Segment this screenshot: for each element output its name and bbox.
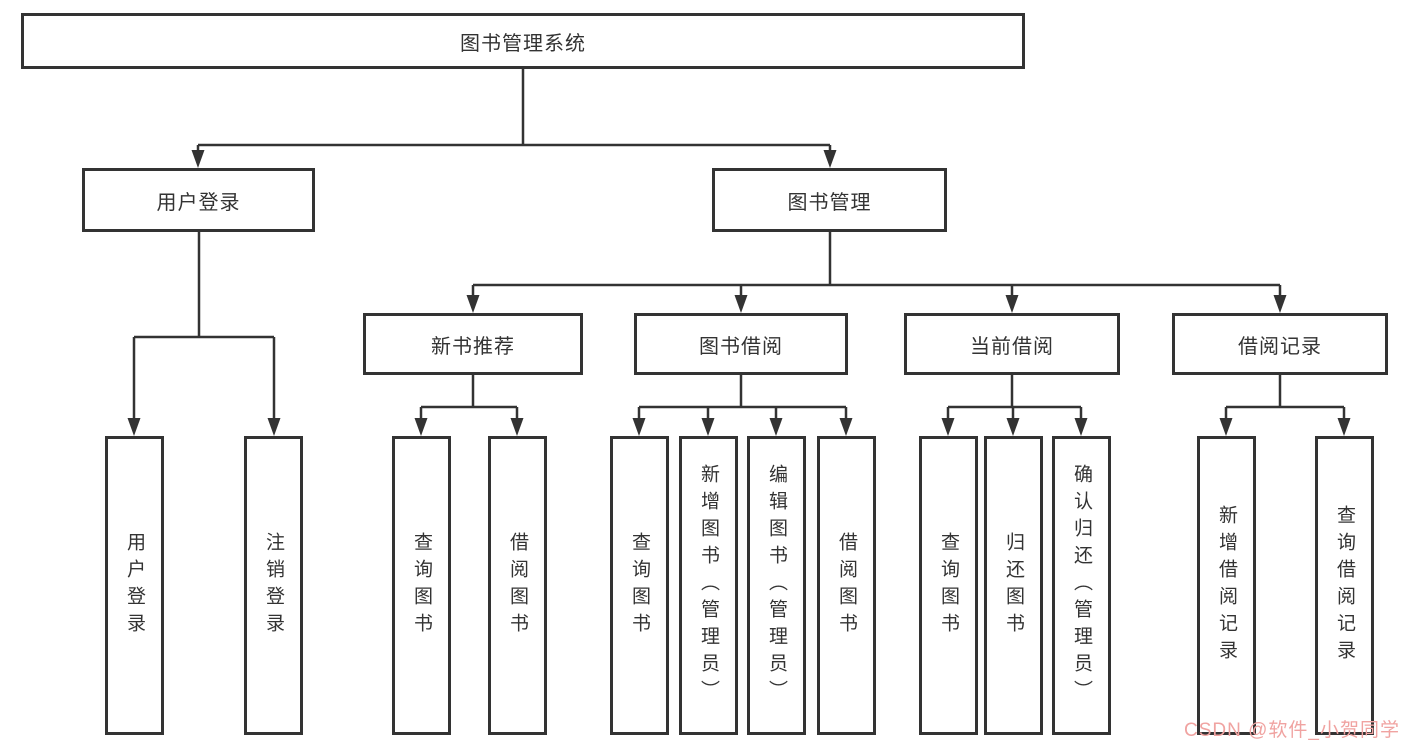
node-book-borrow-label: 图书借阅	[699, 335, 783, 358]
leaf-label: 新增图书（管理员）	[698, 464, 719, 707]
leaf-return-books: 归还图书	[984, 436, 1043, 735]
leaf-query-books-borrow: 查询图书	[610, 436, 669, 735]
leaf-query-borrow-record: 查询借阅记录	[1315, 436, 1374, 735]
node-new-book-recommend: 新书推荐	[363, 313, 583, 375]
leaf-label: 借阅图书	[836, 531, 857, 640]
leaf-borrow-books: 借阅图书	[817, 436, 876, 735]
node-current-borrow-label: 当前借阅	[970, 335, 1054, 358]
leaf-borrow-books-recommend: 借阅图书	[488, 436, 547, 735]
leaf-label: 注销登录	[263, 531, 284, 640]
node-user-login-label: 用户登录	[156, 191, 241, 214]
leaf-label: 查询图书	[938, 531, 959, 640]
leaf-confirm-return-admin: 确认归还（管理员）	[1052, 436, 1111, 735]
leaf-label: 确认归还（管理员）	[1071, 464, 1092, 707]
leaf-label: 归还图书	[1003, 531, 1024, 640]
node-root-label: 图书管理系统	[460, 32, 586, 55]
leaf-logout: 注销登录	[244, 436, 303, 735]
node-new-book-recommend-label: 新书推荐	[431, 335, 515, 358]
node-book-borrow: 图书借阅	[634, 313, 848, 375]
leaf-user-login: 用户登录	[105, 436, 164, 735]
leaf-edit-books-admin: 编辑图书（管理员）	[747, 436, 806, 735]
leaf-add-borrow-record: 新增借阅记录	[1197, 436, 1256, 735]
csdn-watermark: CSDN @软件_小贺同学	[1184, 720, 1400, 741]
leaf-query-books-current: 查询图书	[919, 436, 978, 735]
leaf-label: 新增借阅记录	[1216, 504, 1237, 667]
node-root: 图书管理系统	[21, 13, 1025, 69]
leaf-label: 借阅图书	[507, 531, 528, 640]
leaf-add-books-admin: 新增图书（管理员）	[679, 436, 738, 735]
connector-arrowheads	[127, 150, 1351, 436]
leaf-label: 查询图书	[411, 531, 432, 640]
node-user-login: 用户登录	[82, 168, 315, 232]
node-borrow-records: 借阅记录	[1172, 313, 1388, 375]
node-book-management-label: 图书管理	[787, 191, 872, 214]
leaf-label: 编辑图书（管理员）	[766, 464, 787, 707]
leaf-query-books-recommend: 查询图书	[392, 436, 451, 735]
leaf-label: 查询图书	[629, 531, 650, 640]
node-current-borrow: 当前借阅	[904, 313, 1120, 375]
node-borrow-records-label: 借阅记录	[1238, 335, 1322, 358]
node-book-management: 图书管理	[712, 168, 947, 232]
leaf-label: 用户登录	[124, 531, 145, 640]
leaf-label: 查询借阅记录	[1334, 504, 1355, 667]
